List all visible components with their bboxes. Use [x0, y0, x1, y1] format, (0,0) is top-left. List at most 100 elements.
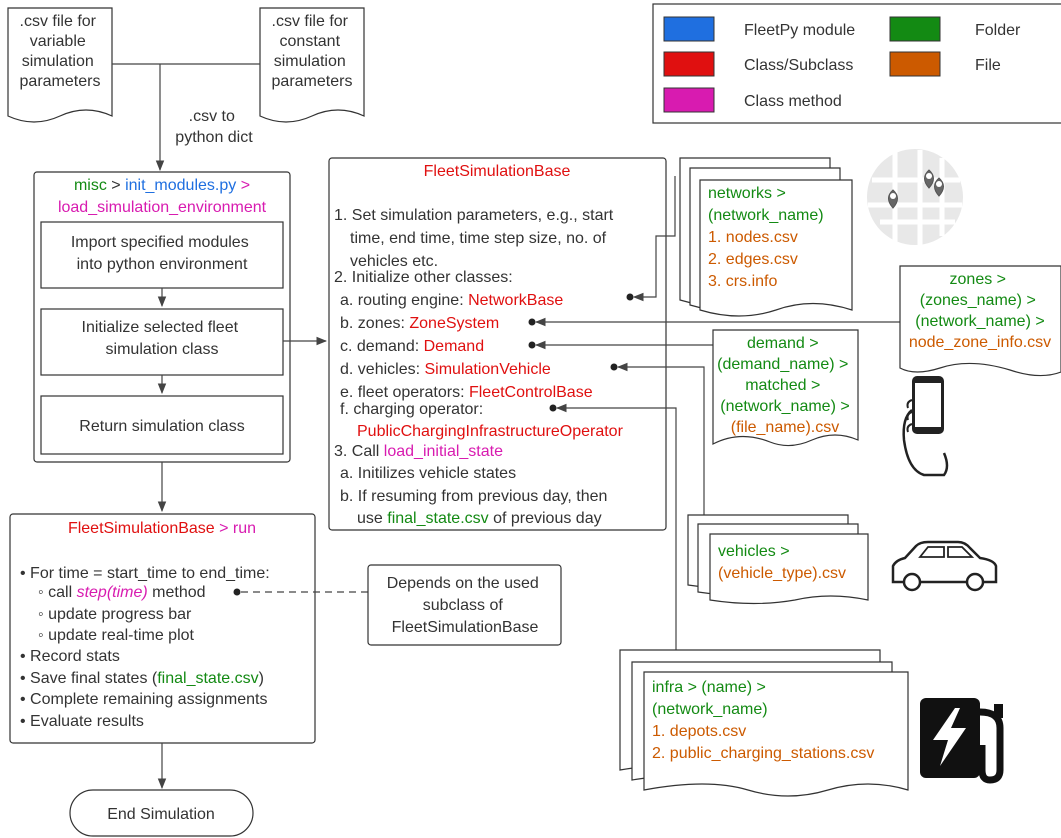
car-icon [891, 540, 998, 592]
constant-csv-line: simulation [274, 53, 346, 70]
legend-label-class: Class/Subclass [744, 57, 853, 74]
note-line: FleetSimulationBase [392, 619, 539, 636]
constant-csv-line: .csv file for [272, 13, 349, 30]
note-line: Depends on the used [387, 575, 539, 592]
run-save: • Save final states (final_state.csv) [20, 670, 264, 687]
svg-text:zones > (zones_name) >: zones > (zones_name) > (network_name) > [915, 271, 1044, 330]
infra-document: infra > (name) > (network_name) 1. depot… [619, 649, 909, 797]
run-record: • Record stats [20, 648, 120, 665]
init-method-name: load_simulation_environment [58, 199, 267, 216]
svg-text:1. depots.csv 2. public_: 1. depots.csv 2. public_charging_station… [652, 723, 874, 762]
variable-csv-line: .csv file for [20, 13, 97, 30]
networks-connector [632, 176, 676, 302]
end-label: End Simulation [107, 806, 215, 823]
vehicles-file: (vehicle_type).csv [718, 565, 846, 582]
fsb-item-vehicles: d. vehicles: SimulationVehicle [340, 361, 551, 378]
fsb-item-charging: f. charging operator: [340, 401, 483, 418]
constant-params-document: .csv file for constant simulation parame… [259, 7, 365, 123]
fsb-line: a. Initilizes vehicle states [340, 465, 516, 482]
return-class-step [40, 395, 284, 455]
fsb-item-zones: b. zones: ZoneSystem [340, 315, 499, 332]
infra-folder-line: infra > (name) > [652, 679, 766, 696]
networks-file: 3. crs.info [708, 273, 777, 290]
ev-charging-icon [920, 698, 1004, 784]
legend-label-method: Class method [744, 93, 842, 110]
vehicles-folder: vehicles > [718, 543, 790, 560]
zones-folder-line: (network_name) > [915, 313, 1044, 330]
fleet-simulation-base-box: FleetSimulationBase 1. Set simulation pa… [328, 157, 667, 531]
svg-text:.csv file for constant: .csv file for constant simulation parame… [272, 13, 353, 90]
fsb-item-routing: a. routing engine: NetworkBase [340, 292, 563, 309]
infra-folder-line: (network_name) [652, 701, 768, 718]
legend-label-folder: Folder [975, 22, 1021, 39]
init-modules-box: misc > init_modules.py > load_simulation… [33, 171, 291, 463]
fsb-final-state: use final_state.csv of previous day [357, 510, 602, 527]
fsb-line: time, end time, time step size, no. of [350, 230, 607, 247]
svg-text:networks > (network_name: networks > (network_name) [708, 185, 824, 224]
import-modules-step [40, 221, 284, 289]
run-box: FleetSimulationBase > run • For time = s… [9, 513, 316, 744]
svg-text:1. nodes.csv 2. edges.cs: 1. nodes.csv 2. edges.csv 3. crs.info [708, 229, 802, 290]
svg-text:infra > (name) > (networ: infra > (name) > (network_name) [652, 679, 770, 718]
conversion-label: .csv to python dict [175, 108, 253, 146]
svg-text:.csv file for variable: .csv file for variable simulation parame… [20, 13, 101, 90]
infra-file: 2. public_charging_stations.csv [652, 745, 874, 762]
run-loop: • For time = start_time to end_time: [20, 565, 270, 582]
zones-folder-line: (zones_name) > [920, 292, 1036, 309]
initialize-step-line: Initialize selected fleet [82, 319, 239, 336]
variable-params-document: .csv file for variable simulation parame… [7, 7, 113, 123]
end-simulation-terminator: End Simulation [69, 789, 254, 837]
zones-folder-line: zones > [950, 271, 1006, 288]
fsb-line: 1. Set simulation parameters, e.g., star… [334, 207, 614, 224]
variable-csv-line: parameters [20, 73, 101, 90]
smartphone-icon [902, 376, 949, 477]
variable-csv-line: variable [30, 33, 86, 50]
legend-label-file: File [975, 57, 1001, 74]
map-pin-icon [867, 149, 963, 245]
import-step-line: into python environment [77, 256, 248, 273]
demand-document: demand > (demand_name) > matched > (netw… [712, 329, 859, 447]
svg-text:Import specified modules: Import specified modules into python env… [71, 234, 253, 273]
fsb-title: FleetSimulationBase [424, 163, 571, 180]
run-plot: ◦ update real-time plot [38, 627, 195, 644]
constant-csv-line: constant [280, 33, 341, 50]
networks-document: networks > (network_name) 1. nodes.csv 2… [679, 157, 853, 317]
svg-text:Initialize selected fleet: Initialize selected fleet simulation cla… [82, 319, 243, 358]
zones-document: zones > (zones_name) > (network_name) > … [899, 265, 1061, 377]
initialize-class-step [40, 308, 284, 376]
demand-folder-line: matched > [745, 377, 820, 394]
legend: FleetPy module Class/Subclass Class meth… [652, 3, 1061, 124]
run-call-step: ◦ call step(time) method [38, 584, 206, 601]
infra-connector [555, 403, 677, 660]
infra-file: 1. depots.csv [652, 723, 746, 740]
demand-folder-line: (network_name) > [720, 398, 849, 415]
import-step-line: Import specified modules [71, 234, 249, 251]
fsb-item-demand: c. demand: Demand [340, 338, 484, 355]
initialize-step-line: simulation class [106, 341, 219, 358]
vehicles-document: vehicles > (vehicle_type).csv [687, 514, 869, 605]
zones-file: node_zone_info.csv [909, 334, 1051, 351]
run-progress: ◦ update progress bar [38, 606, 192, 623]
run-evaluate: • Evaluate results [20, 713, 144, 730]
fsb-line: b. If resuming from previous day, then [340, 488, 607, 505]
fsb-line: 2. Initialize other classes: [334, 269, 513, 286]
svg-text:demand > (demand_name) >: demand > (demand_name) > matched > (netw… [717, 335, 853, 415]
init-module-path: misc > init_modules.py > [74, 177, 250, 194]
constant-csv-line: parameters [272, 73, 353, 90]
demand-folder-line: demand > [747, 335, 819, 352]
note-box: Depends on the used subclass of FleetSim… [367, 564, 562, 646]
networks-folder-line: (network_name) [708, 207, 824, 224]
fsb-item-operators: e. fleet operators: FleetControlBase [340, 384, 593, 401]
fsb-item-charging-class: PublicChargingInfrastructureOperator [357, 423, 624, 440]
vehicles-connector [616, 362, 705, 515]
networks-file: 1. nodes.csv [708, 229, 798, 246]
note-line: subclass of [423, 597, 504, 614]
variable-csv-line: simulation [22, 53, 94, 70]
return-step-label: Return simulation class [79, 418, 244, 435]
demand-file: (file_name).csv [731, 419, 839, 436]
run-title: FleetSimulationBase > run [68, 520, 256, 537]
legend-label-module: FleetPy module [744, 22, 855, 39]
svg-text:Depends on the used subc: Depends on the used subclass of FleetSim… [387, 575, 544, 636]
fsb-line: vehicles etc. [350, 253, 438, 270]
fsb-call-initial-state: 3. Call load_initial_state [334, 443, 503, 460]
